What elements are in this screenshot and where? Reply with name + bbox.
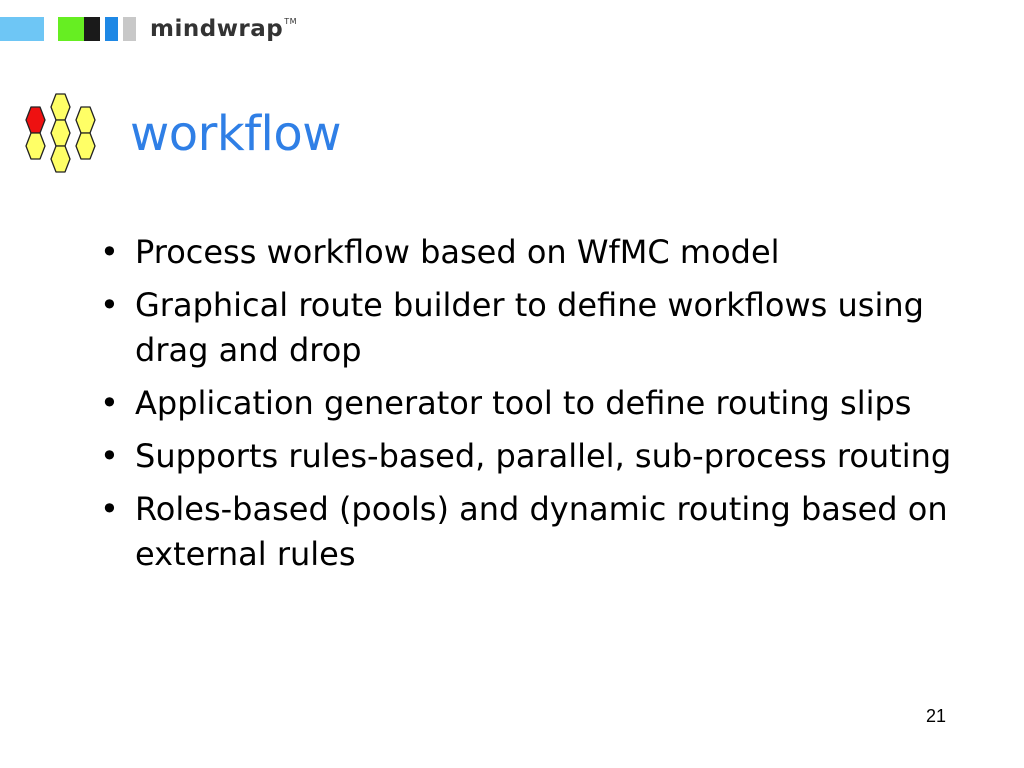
logo-block-blue [105, 17, 118, 41]
bullet-text: Application generator tool to define rou… [135, 384, 912, 422]
logo-trademark: TM [284, 17, 298, 26]
hex-cell-lower-left [25, 132, 46, 160]
mindwrap-logo: mindwrapTM [0, 17, 297, 41]
logo-block-green [58, 17, 84, 41]
bullet-list: • Process workflow based on WfMC model •… [100, 230, 980, 585]
bullet-dot: • [100, 437, 119, 475]
hex-cell-top [50, 93, 71, 121]
page-number: 21 [925, 706, 946, 726]
bullet-item: • Supports rules-based, parallel, sub-pr… [100, 434, 980, 479]
bullet-text: Process workflow based on WfMC model [135, 233, 780, 271]
hex-cell-bottom [50, 145, 71, 173]
logo-block-light-blue [0, 17, 44, 41]
slide-title: workflow [130, 106, 342, 162]
bullet-dot: • [100, 286, 119, 324]
bullet-item: • Application generator tool to define r… [100, 381, 980, 426]
hex-cell-upper-left [25, 106, 46, 134]
bullet-item: • Graphical route builder to define work… [100, 283, 980, 373]
bullet-text: Supports rules-based, parallel, sub-proc… [135, 437, 952, 475]
hex-cell-center [50, 119, 71, 147]
bullet-dot: • [100, 384, 119, 422]
bullet-text: Graphical route builder to define workfl… [135, 286, 924, 369]
logo-block-black [84, 17, 100, 41]
logo-block-grey [123, 17, 136, 41]
hex-cell-lower-right [75, 132, 96, 160]
honeycomb-icon [25, 93, 96, 173]
hex-cell-upper-right [75, 106, 96, 134]
bullet-dot: • [100, 490, 119, 528]
bullet-dot: • [100, 233, 119, 271]
bullet-item: • Roles-based (pools) and dynamic routin… [100, 487, 980, 577]
logo-wordmark: mindwrapTM [150, 16, 298, 42]
bullet-text: Roles-based (pools) and dynamic routing … [135, 490, 948, 573]
bullet-item: • Process workflow based on WfMC model [100, 230, 980, 275]
